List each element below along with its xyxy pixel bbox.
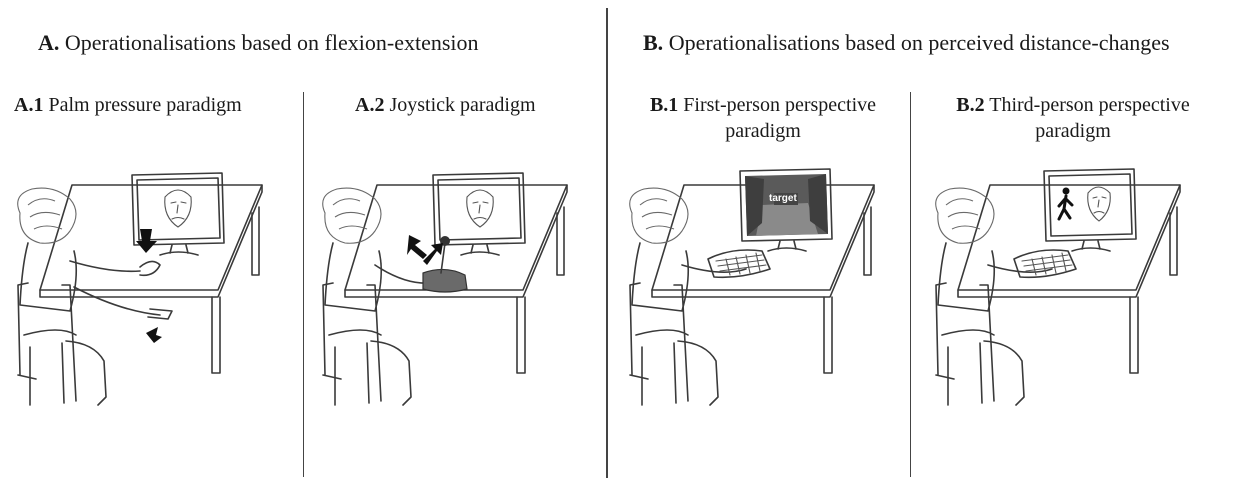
group-text-a: Operationalisations based on flexion-ext… (64, 30, 479, 55)
group-text-b: Operationalisations based on perceived d… (668, 30, 1170, 55)
group-letter-b: B. (643, 30, 664, 55)
person-illustration (322, 187, 432, 406)
monitor-illustration: target (739, 168, 833, 252)
monitor-illustration (1043, 168, 1137, 252)
monitor-illustration (131, 172, 225, 256)
person-illustration (17, 187, 173, 406)
panel-title-b1: B.1 First-person perspective paradigm (622, 92, 904, 144)
arrow-up-icon (146, 327, 162, 343)
group-divider (606, 8, 608, 478)
scene-a2 (322, 172, 568, 406)
face-icon (164, 189, 192, 228)
panel-code-a1: A.1 (14, 94, 44, 116)
scene-b1: target (629, 168, 875, 406)
face-icon (466, 189, 494, 228)
keyboard-icon (1013, 249, 1077, 279)
scene-b2 (935, 168, 1181, 406)
desk-illustration (957, 184, 1181, 374)
panel-divider-a (303, 92, 304, 477)
panel-label-b2-line2: paradigm (1035, 120, 1111, 142)
monitor-illustration (432, 172, 526, 256)
panel-title-a1: A.1 Palm pressure paradigm (14, 92, 242, 118)
street-scene-screen (745, 174, 828, 236)
group-title-a: A. Operationalisations based on flexion-… (38, 30, 479, 56)
panel-divider-b (910, 92, 911, 477)
panel-label-b2-line1: Third-person perspective (989, 94, 1190, 116)
keyboard-icon (707, 249, 771, 279)
panel-title-a2: A.2 Joystick paradigm (355, 92, 536, 118)
desk-illustration (39, 184, 263, 374)
group-title-b: B. Operationalisations based on perceive… (643, 30, 1170, 56)
panel-title-b2: B.2 Third-person perspective paradigm (928, 92, 1218, 144)
panel-code-b2: B.2 (956, 94, 985, 116)
panel-code-b1: B.1 (649, 94, 679, 116)
panel-label-a1: Palm pressure paradigm (48, 94, 242, 116)
arrow-down-icon (136, 229, 157, 253)
screen-target-label: target (769, 193, 797, 204)
panel-label-a2: Joystick paradigm (389, 94, 536, 116)
walking-person-icon (1057, 187, 1074, 221)
panel-label-b1-line2: paradigm (725, 120, 801, 142)
panel-label-b1-line1: First-person perspective (683, 94, 877, 116)
group-letter-a: A. (38, 30, 60, 55)
person-illustration (629, 187, 747, 406)
person-illustration (935, 187, 1053, 406)
desk-illustration (344, 184, 568, 374)
scene-a1 (17, 172, 263, 406)
diagonal-arrows-icon (407, 235, 443, 265)
panel-code-a2: A.2 (355, 94, 385, 116)
face-icon (1087, 186, 1111, 222)
